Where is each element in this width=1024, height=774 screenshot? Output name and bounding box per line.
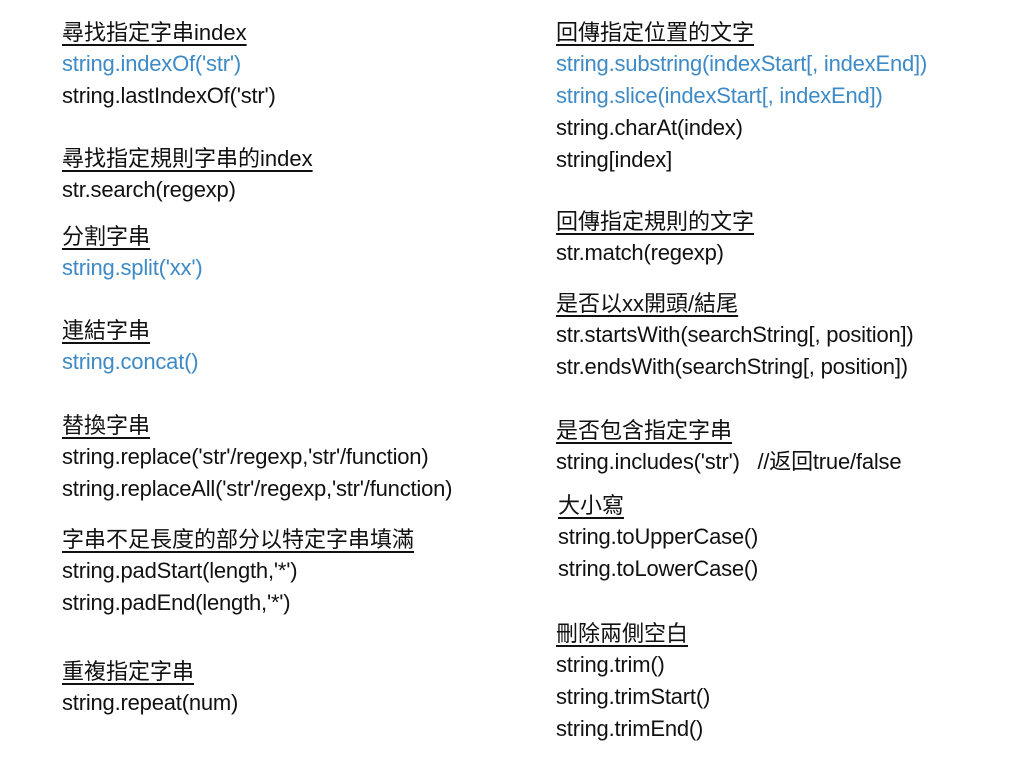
method-line: string.padStart(length,'*') [62,558,298,583]
method-line: string.lastIndexOf('str') [62,83,276,108]
section-starts-ends-with: 是否以xx開頭/結尾 str.startsWith(searchString[,… [556,289,914,383]
method-line: string.trim() [556,652,665,677]
section-title: 回傳指定位置的文字 [556,20,755,45]
section-replace: 替換字串 string.replace('str'/regexp,'str'/f… [62,411,453,505]
section-char-at-position: 回傳指定位置的文字 string.substring(indexStart[, … [556,18,927,176]
method-line: string.padEnd(length,'*') [62,590,291,615]
section-repeat: 重複指定字串 string.repeat(num) [62,657,238,719]
section-title: 連結字串 [62,318,151,343]
section-match: 回傳指定規則的文字 str.match(regexp) [556,207,754,269]
section-title: 是否包含指定字串 [556,418,733,443]
method-line: string.charAt(index) [556,115,743,140]
section-split: 分割字串 string.split('xx') [62,222,203,284]
method-line: string.split('xx') [62,255,203,280]
section-concat: 連結字串 string.concat() [62,316,199,378]
method-line: str.startsWith(searchString[, position]) [556,322,914,347]
method-line: string.replace('str'/regexp,'str'/functi… [62,444,429,469]
method-line: string.indexOf('str') [62,51,242,76]
method-line: string.toUpperCase() [558,524,759,549]
method-line: string.includes('str') //返回true/false [556,449,902,474]
section-search-regexp: 尋找指定規則字串的index str.search(regexp) [62,144,313,206]
section-find-index: 尋找指定字串index string.indexOf('str') string… [62,18,276,112]
method-line: string.slice(indexStart[, indexEnd]) [556,83,883,108]
method-line: string.repeat(num) [62,690,239,715]
method-line: string.trimStart() [556,684,711,709]
section-title: 字串不足長度的部分以特定字串填滿 [62,527,415,552]
method-line: str.match(regexp) [556,240,724,265]
method-line: string.trimEnd() [556,716,704,741]
section-pad: 字串不足長度的部分以特定字串填滿 string.padStart(length,… [62,525,414,619]
section-title: 回傳指定規則的文字 [556,209,755,234]
method-line: string.toLowerCase() [558,556,759,581]
section-title: 尋找指定字串index [62,20,247,45]
section-case: 大小寫 string.toUpperCase() string.toLowerC… [558,491,758,585]
method-line: string.substring(indexStart[, indexEnd]) [556,51,928,76]
method-line: string.concat() [62,349,199,374]
method-line: str.search(regexp) [62,177,236,202]
method-line: string.replaceAll('str'/regexp,'str'/fun… [62,476,453,501]
section-title: 尋找指定規則字串的index [62,146,313,171]
section-title: 刪除兩側空白 [556,621,689,646]
section-title: 分割字串 [62,224,151,249]
method-line: str.endsWith(searchString[, position]) [556,354,908,379]
section-includes: 是否包含指定字串 string.includes('str') //返回true… [556,416,902,478]
method-line: string[index] [556,147,673,172]
section-title: 大小寫 [558,493,625,518]
section-title: 重複指定字串 [62,659,195,684]
section-trim: 刪除兩側空白 string.trim() string.trimStart() … [556,619,710,745]
section-title: 是否以xx開頭/結尾 [556,291,739,316]
section-title: 替換字串 [62,413,151,438]
